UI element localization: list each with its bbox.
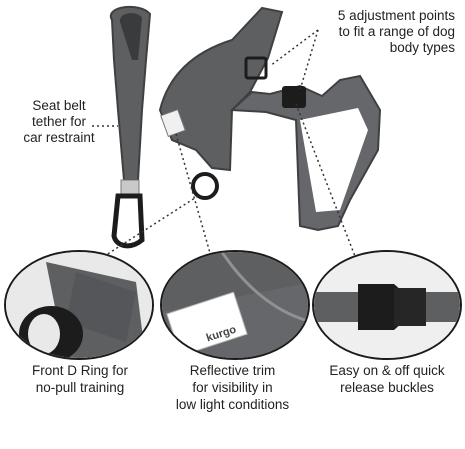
buckles-caption: Easy on & off quick release buckles bbox=[312, 362, 462, 396]
adjustment-points-callout: 5 adjustment points to fit a range of do… bbox=[295, 8, 455, 56]
reflective-detail-image bbox=[162, 252, 308, 358]
reflective-caption-line-2: for visibility in bbox=[192, 380, 273, 395]
buckle-detail-circle bbox=[312, 250, 462, 360]
seatbelt-line-2: tether for bbox=[31, 114, 87, 129]
reflective-caption-line-3: low light conditions bbox=[175, 397, 290, 412]
reflective-detail-circle: kurgo bbox=[160, 250, 310, 360]
reflective-caption-line-1: Reflective trim bbox=[189, 363, 276, 378]
d-ring-caption-line-2: no-pull training bbox=[35, 380, 125, 395]
adjustment-line-3: body types bbox=[389, 40, 455, 55]
seatbelt-line-1: Seat belt bbox=[32, 98, 86, 113]
harness bbox=[158, 6, 382, 232]
seatbelt-tether bbox=[109, 5, 152, 249]
d-ring-detail-image bbox=[6, 252, 152, 358]
buckles-caption-line-2: release buckles bbox=[340, 380, 434, 395]
d-ring-caption-line-1: Front D Ring for bbox=[31, 363, 129, 378]
d-ring-caption: Front D Ring for no-pull training bbox=[10, 362, 150, 396]
seatbelt-callout: Seat belt tether for car restraint bbox=[6, 98, 112, 146]
seatbelt-line-3: car restraint bbox=[23, 130, 95, 145]
reflective-caption: Reflective trim for visibility in low li… bbox=[160, 362, 305, 413]
adjustment-line-2: to fit a range of dog bbox=[338, 24, 455, 39]
buckle-detail-image bbox=[314, 252, 460, 358]
d-ring-detail-circle bbox=[4, 250, 154, 360]
buckles-caption-line-1: Easy on & off quick bbox=[329, 363, 445, 378]
leader-lines bbox=[91, 29, 359, 265]
adjustment-line-1: 5 adjustment points bbox=[337, 8, 455, 23]
